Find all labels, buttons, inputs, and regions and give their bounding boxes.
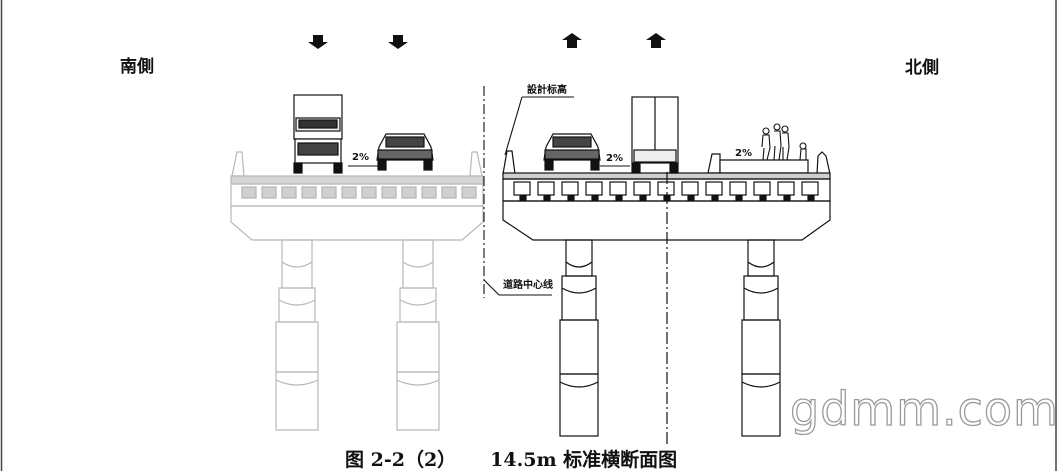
parapet bbox=[816, 151, 831, 175]
slope-label-north-left: 2% bbox=[606, 153, 623, 164]
deck-cells bbox=[241, 186, 477, 199]
figure-caption: 图 2-2（2） 14.5m 标准横断面图 bbox=[345, 445, 677, 472]
slope-label-north-right: 2% bbox=[735, 148, 752, 159]
slope-label-south: 2% bbox=[352, 152, 369, 163]
pedestrians-icon bbox=[761, 123, 807, 161]
watermark: gdmm.com bbox=[789, 381, 1059, 436]
caption-number: 图 2-2（2） bbox=[345, 449, 457, 471]
parapet bbox=[469, 151, 483, 177]
truck-icon bbox=[631, 96, 679, 174]
pier-left bbox=[275, 239, 319, 431]
car-icon bbox=[376, 133, 434, 171]
south-bridge bbox=[230, 151, 484, 431]
north-side-label: 北側 bbox=[905, 58, 939, 78]
north-bridge bbox=[502, 150, 831, 445]
deck-surface bbox=[230, 175, 484, 185]
road-centerline-marker bbox=[483, 86, 552, 298]
caption-title: 14.5m 标准横断面图 bbox=[490, 449, 678, 471]
parapet bbox=[231, 151, 245, 177]
down-arrow-icon bbox=[308, 35, 328, 49]
cap-beam bbox=[230, 205, 484, 241]
road-centerline-label: 道路中心线 bbox=[503, 280, 553, 291]
cap-beam bbox=[502, 200, 831, 241]
deck-cells bbox=[513, 181, 819, 196]
design-elevation-marker bbox=[504, 96, 574, 156]
up-arrow-icon bbox=[562, 33, 582, 48]
down-arrow-icon bbox=[388, 35, 408, 49]
truck-icon bbox=[293, 94, 343, 174]
pier-right bbox=[396, 239, 440, 431]
design-elevation-label: 設計标高 bbox=[527, 85, 567, 96]
bearings bbox=[519, 195, 815, 201]
north-direction-arrows bbox=[562, 33, 666, 48]
car-icon bbox=[543, 133, 601, 171]
up-arrow-icon bbox=[646, 33, 666, 48]
pier-right bbox=[741, 239, 781, 437]
south-side-label: 南側 bbox=[120, 57, 154, 77]
pier-left bbox=[559, 239, 599, 437]
south-direction-arrows bbox=[308, 35, 408, 49]
